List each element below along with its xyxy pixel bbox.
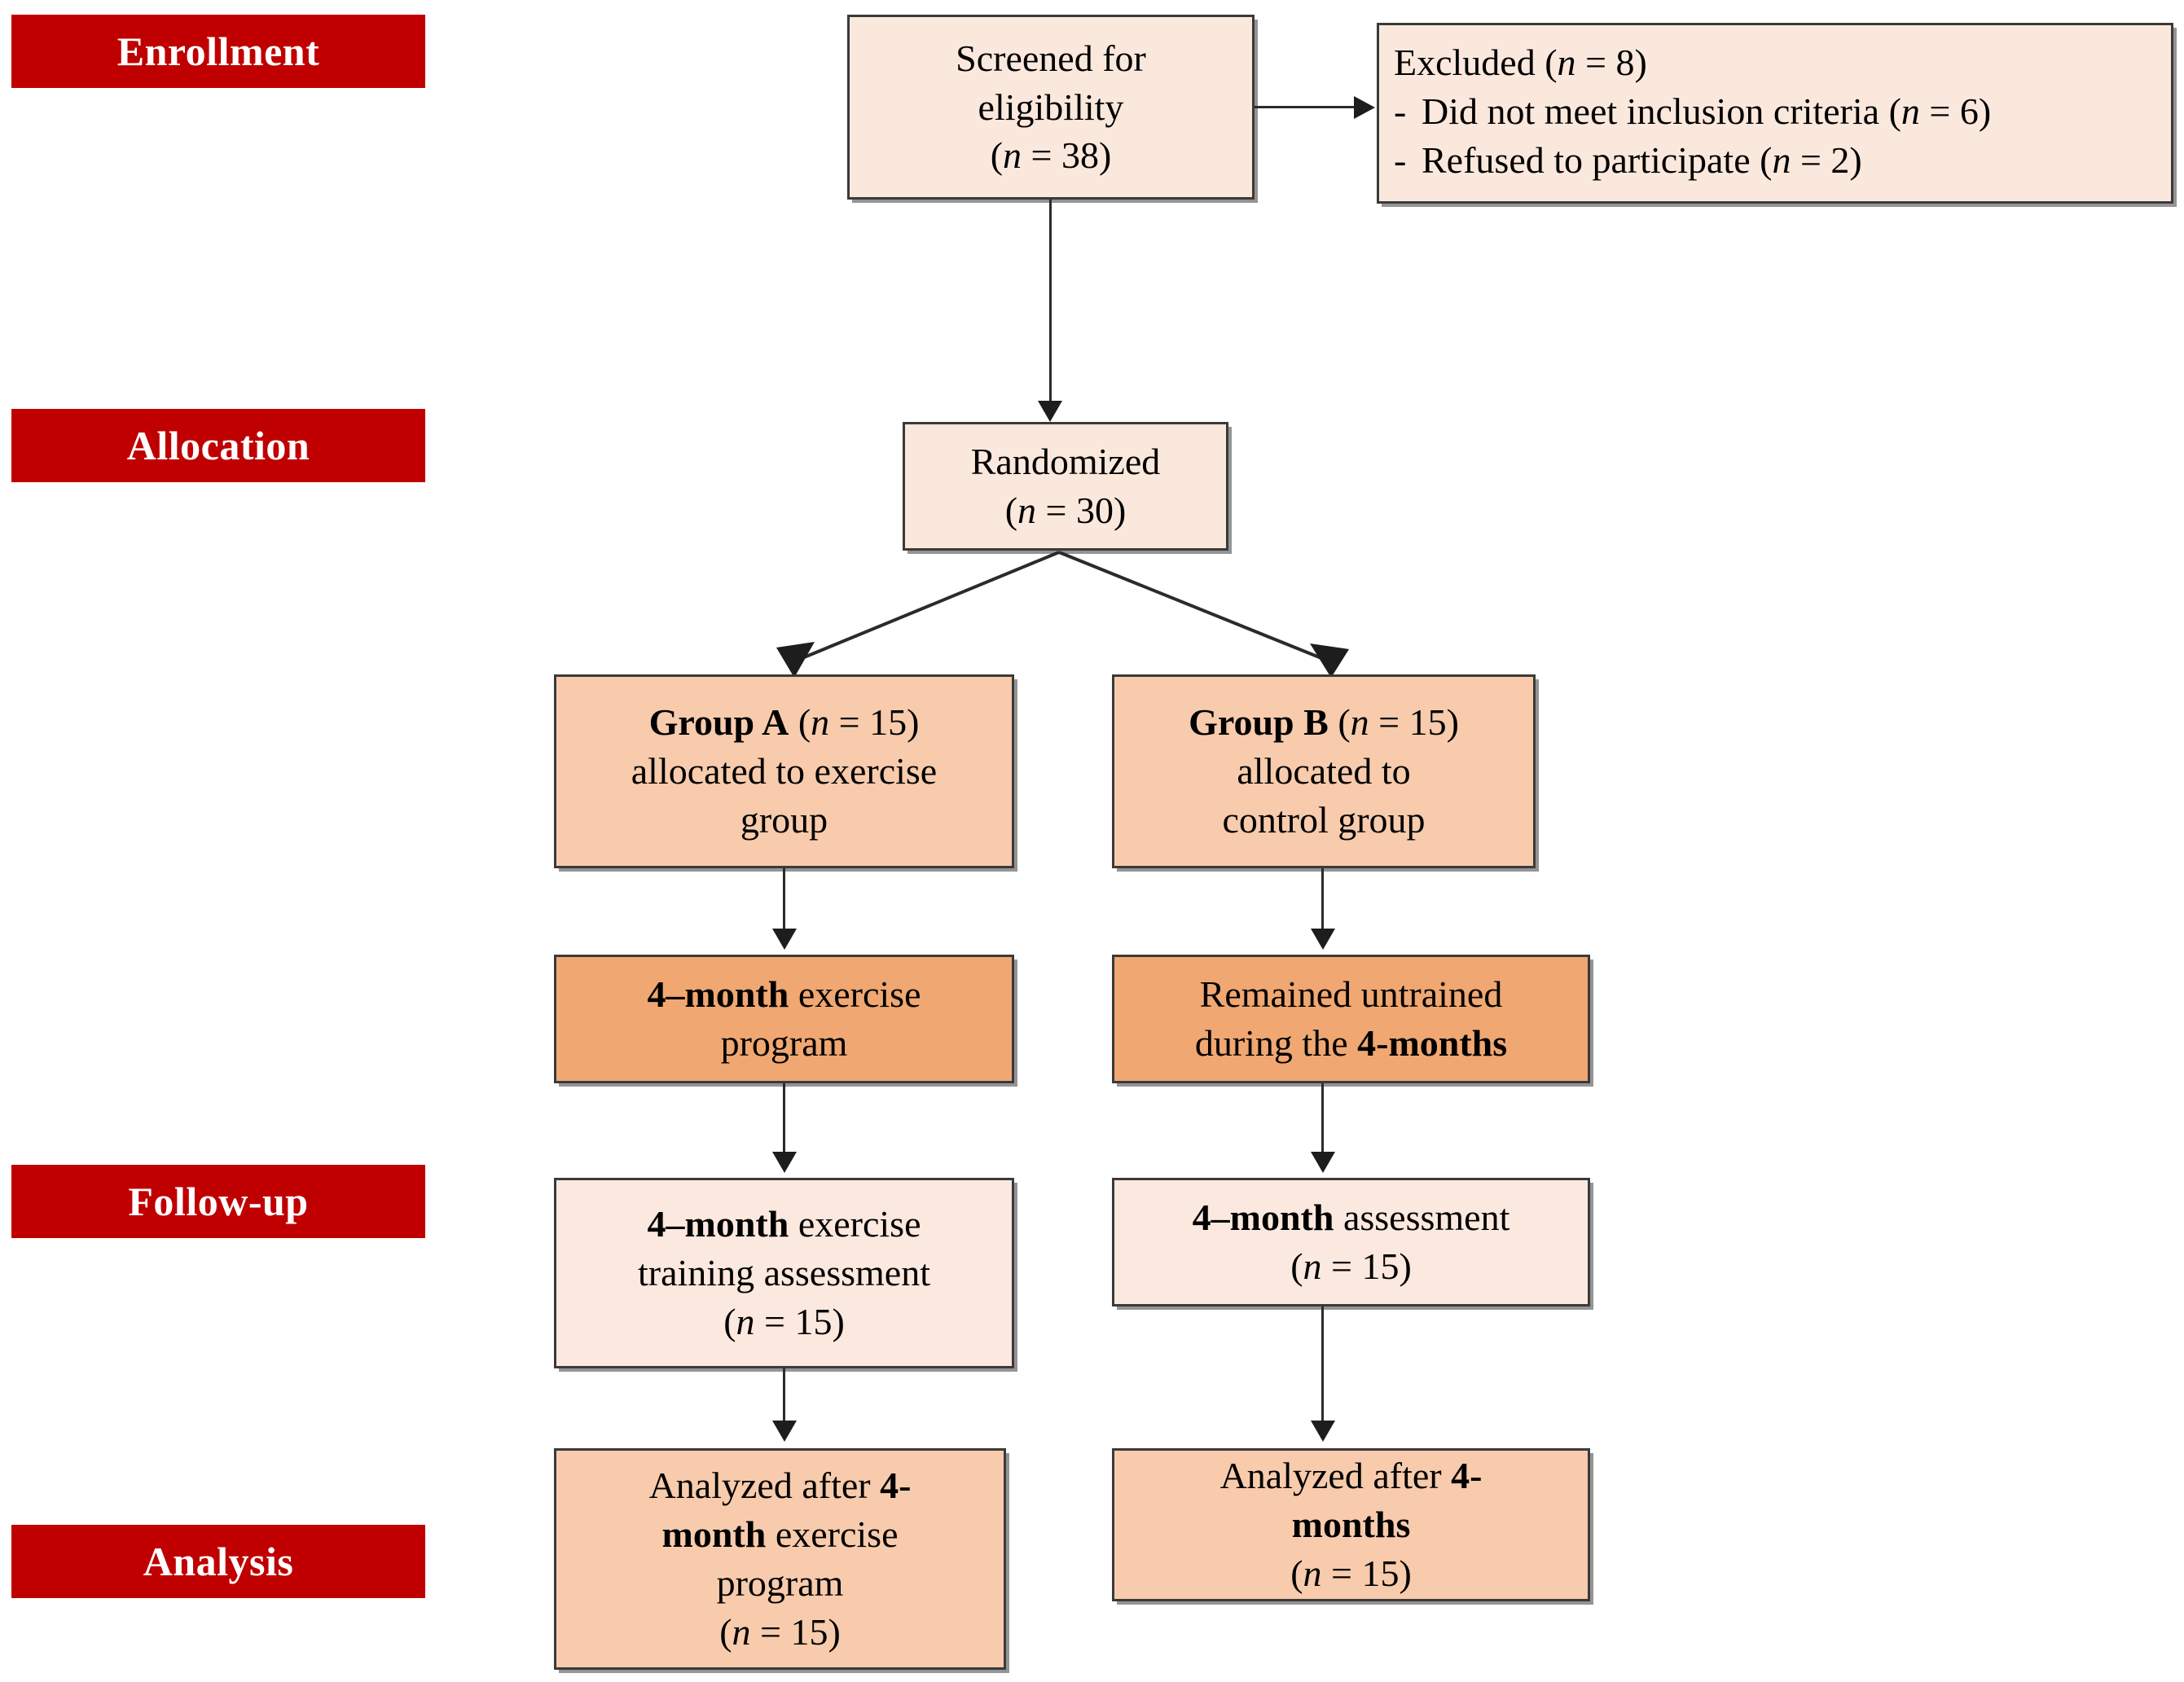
screened-line-2: eligibility <box>978 86 1124 128</box>
group-b-alloc-line-3: control group <box>1222 798 1426 841</box>
group-a-heading: Group A (n = 15) <box>648 701 920 744</box>
box-group-b-allocation: Group B (n = 15) allocated to control gr… <box>1112 674 1536 868</box>
stage-label-enrollment-text: Enrollment <box>116 29 320 74</box>
group-b-intervention-line-2: during the 4-months <box>1194 1022 1508 1064</box>
group-b-followup-count: (n = 15) <box>1290 1245 1412 1287</box>
box-screened-for-eligibility: Screened for eligibility (n = 38) <box>847 15 1255 200</box>
excluded-bullet-1-text: Did not meet inclusion criteria (n = 6) <box>1422 90 1992 132</box>
box-group-a-allocation: Group A (n = 15) allocated to exercise g… <box>554 674 1014 868</box>
box-randomized: Randomized (n = 30) <box>903 422 1228 551</box>
group-b-analysis-line-2: months <box>1291 1504 1411 1546</box>
group-a-followup-count: (n = 15) <box>723 1300 845 1342</box>
stage-label-enrollment: Enrollment <box>11 15 425 88</box>
connector-group-a-followup-to-analysis-arrowhead <box>772 1421 797 1442</box>
group-a-analysis-line-3: program <box>716 1562 844 1604</box>
connector-screened-to-randomized-arrowhead <box>1038 401 1062 422</box>
stage-label-allocation-text: Allocation <box>126 423 310 468</box>
box-group-a-followup: 4–month exercise training assessment (n … <box>554 1178 1014 1368</box>
group-b-analysis-line-1: Analyzed after 4- <box>1219 1455 1483 1497</box>
group-a-analysis-line-2: month exercise <box>661 1513 899 1556</box>
excluded-bullet-2-dash: - <box>1394 138 1407 181</box>
connector-screened-to-excluded-arrowhead <box>1354 96 1375 119</box>
group-a-followup-line-1: 4–month exercise <box>647 1203 921 1245</box>
group-a-intervention-line-2: program <box>720 1022 848 1064</box>
excluded-bullet-2: - Refused to participate (n = 2) <box>1394 136 1862 185</box>
stage-label-followup: Follow-up <box>11 1165 425 1238</box>
group-a-analysis-line-1: Analyzed after 4- <box>648 1465 912 1507</box>
connector-group-b-alloc-to-intervention-line <box>1321 868 1324 933</box>
connector-group-a-alloc-to-intervention-arrowhead <box>772 929 797 950</box>
connector-group-a-followup-to-analysis-line <box>783 1368 785 1425</box>
connector-group-a-alloc-to-intervention-line <box>783 868 785 933</box>
group-b-heading: Group B (n = 15) <box>1189 701 1459 744</box>
randomized-line-1: Randomized <box>970 441 1161 483</box>
connector-group-a-intervention-to-followup-arrowhead <box>772 1152 797 1173</box>
box-excluded: Excluded (n = 8) - Did not meet inclusio… <box>1377 23 2173 204</box>
stage-label-analysis-text: Analysis <box>143 1539 294 1584</box>
excluded-heading: Excluded (n = 8) <box>1394 42 1647 83</box>
group-b-followup-line-1: 4–month assessment <box>1192 1197 1510 1239</box>
excluded-bullet-2-text: Refused to participate (n = 2) <box>1422 138 1862 181</box>
group-b-intervention-line-1: Remained untrained <box>1199 973 1503 1016</box>
connector-screened-to-randomized-line <box>1049 200 1052 407</box>
group-b-alloc-line-2: allocated to <box>1237 750 1411 793</box>
connector-group-b-intervention-to-followup-line <box>1321 1083 1324 1157</box>
screened-line-1: Screened for <box>956 37 1146 79</box>
excluded-bullet-1-dash: - <box>1394 90 1407 132</box>
connector-group-a-intervention-to-followup-line <box>783 1083 785 1157</box>
randomized-count: (n = 30) <box>1004 490 1127 531</box>
screened-count: (n = 38) <box>990 134 1112 177</box>
connector-screened-to-excluded-line <box>1255 106 1356 108</box>
stage-label-followup-text: Follow-up <box>128 1179 309 1224</box>
group-a-followup-line-2: training assessment <box>638 1252 930 1294</box>
stage-label-analysis: Analysis <box>11 1525 425 1598</box>
box-group-a-analysis: Analyzed after 4- month exercise program… <box>554 1448 1006 1670</box>
excluded-bullet-1: - Did not meet inclusion criteria (n = 6… <box>1394 87 1991 136</box>
box-group-b-followup: 4–month assessment (n = 15) <box>1112 1178 1590 1307</box>
group-a-analysis-count: (n = 15) <box>719 1610 841 1653</box>
box-group-b-intervention: Remained untrained during the 4-months <box>1112 955 1590 1083</box>
group-b-analysis-count: (n = 15) <box>1290 1552 1412 1594</box>
box-group-b-analysis: Analyzed after 4- months (n = 15) <box>1112 1448 1590 1601</box>
connector-group-b-followup-to-analysis-line <box>1321 1307 1324 1425</box>
connector-group-b-intervention-to-followup-arrowhead <box>1311 1152 1335 1173</box>
group-a-intervention-line-1: 4–month exercise <box>647 973 921 1016</box>
connector-group-b-followup-to-analysis-arrowhead <box>1311 1421 1335 1442</box>
stage-label-allocation: Allocation <box>11 409 425 482</box>
group-a-alloc-line-3: group <box>740 798 828 841</box>
connector-group-b-alloc-to-intervention-arrowhead <box>1311 929 1335 950</box>
box-group-a-intervention: 4–month exercise program <box>554 955 1014 1083</box>
group-a-alloc-line-2: allocated to exercise <box>631 750 938 793</box>
